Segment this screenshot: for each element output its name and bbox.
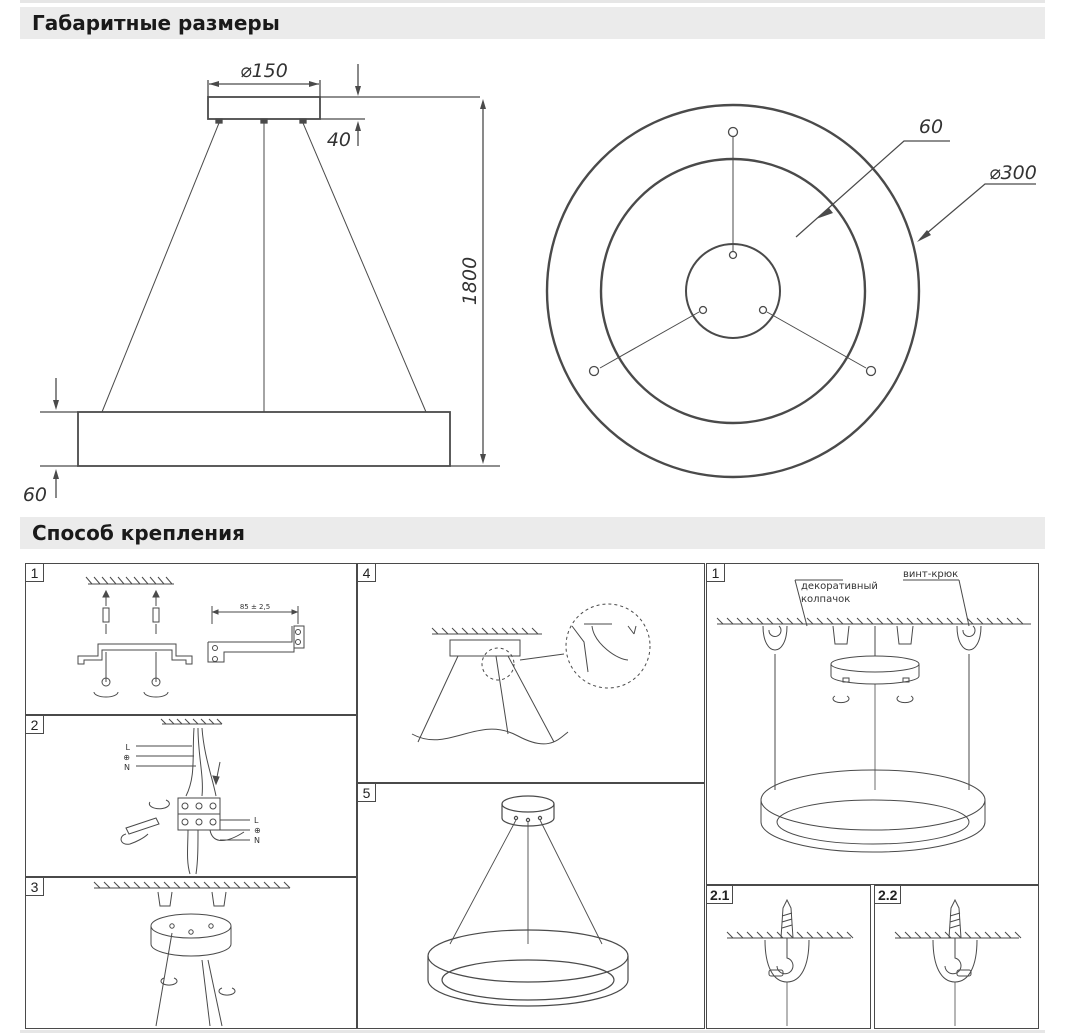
canopy-mounting-illustration	[93, 881, 291, 1027]
wire-label-top-1: L	[126, 743, 131, 752]
step-number: 2.2	[875, 886, 902, 904]
ring-width-leader	[795, 140, 950, 238]
ring-side-view	[77, 411, 451, 467]
decorative-cap-label-line1: декоративный	[801, 581, 878, 592]
wire-label-top-3: N	[124, 763, 130, 772]
suspension-cable-left	[101, 122, 220, 413]
step-number: 2.1	[707, 886, 734, 904]
ring-diameter-leader	[919, 183, 1036, 240]
step-number: 2	[26, 716, 44, 734]
hook-mounting-step-2-2-panel: 2.2	[874, 885, 1039, 1029]
step-number: 5	[358, 784, 376, 802]
top-divider	[20, 0, 1045, 3]
step-number: 1	[26, 564, 44, 582]
wire-label-bottom-1: L	[254, 816, 259, 825]
mounting-step-2-panel: 2 L ⊕ N L ⊕ N	[25, 715, 357, 877]
canopy-height-label: 40	[327, 129, 351, 151]
ring-height-label: 60	[23, 484, 47, 506]
cable-adjust-illustration	[411, 603, 651, 745]
bracket-illustration: 85 ± 2,5	[77, 576, 305, 698]
top-cable-line-2	[599, 311, 700, 369]
hook-mounting-step-2-1-panel: 2.1	[706, 885, 871, 1029]
final-assembly-illustration	[427, 795, 629, 1007]
wire-label-bottom-3: N	[254, 836, 260, 845]
ring-width-label: 60	[919, 116, 943, 138]
dimension-drawing: ⌀150 40 60 1800 60 ⌀300	[23, 60, 1037, 506]
hook-mounting-illustration: декоративный колпачок винт-крюк	[716, 569, 1031, 853]
mounting-step-4-panel: 4	[357, 563, 705, 783]
wiring-illustration: L ⊕ N L ⊕ N	[120, 718, 261, 875]
ring-diameter-label: ⌀300	[989, 162, 1037, 184]
mounting-step-5-panel: 5	[357, 783, 705, 1029]
bracket-distance-label: 85 ± 2,5	[240, 603, 270, 611]
step-number: 1	[707, 564, 725, 582]
suspension-length-label: 1800	[459, 257, 481, 305]
mounting-step-1-panel: 1 85 ± 2,5	[25, 563, 357, 715]
dimensions-section-title: Габаритные размеры	[20, 7, 1045, 39]
hook-detail-illustration-2	[894, 898, 1022, 1026]
canopy-diameter-label: ⌀150	[240, 60, 288, 82]
ring-outer-circle	[545, 103, 921, 479]
wire-label-bottom-2: ⊕	[254, 826, 261, 835]
decorative-cap-label-line2: колпачок	[801, 594, 850, 605]
screw-hook-label: винт-крюк	[903, 569, 958, 580]
step-number: 4	[358, 564, 376, 582]
hook-mounting-step-1-panel: 1 декоративный колпачок винт-крюк	[706, 563, 1039, 885]
mounting-section-title: Способ крепления	[20, 517, 1045, 549]
bottom-divider	[20, 1030, 1045, 1033]
suspension-cable-right	[302, 122, 427, 413]
hook-detail-illustration-1	[726, 898, 854, 1026]
top-cable-line-3	[766, 311, 867, 369]
mounting-step-3-panel: 3	[25, 877, 357, 1029]
step-number: 3	[26, 878, 44, 896]
wire-label-top-2: ⊕	[123, 753, 130, 762]
canopy-side-view	[207, 96, 321, 120]
